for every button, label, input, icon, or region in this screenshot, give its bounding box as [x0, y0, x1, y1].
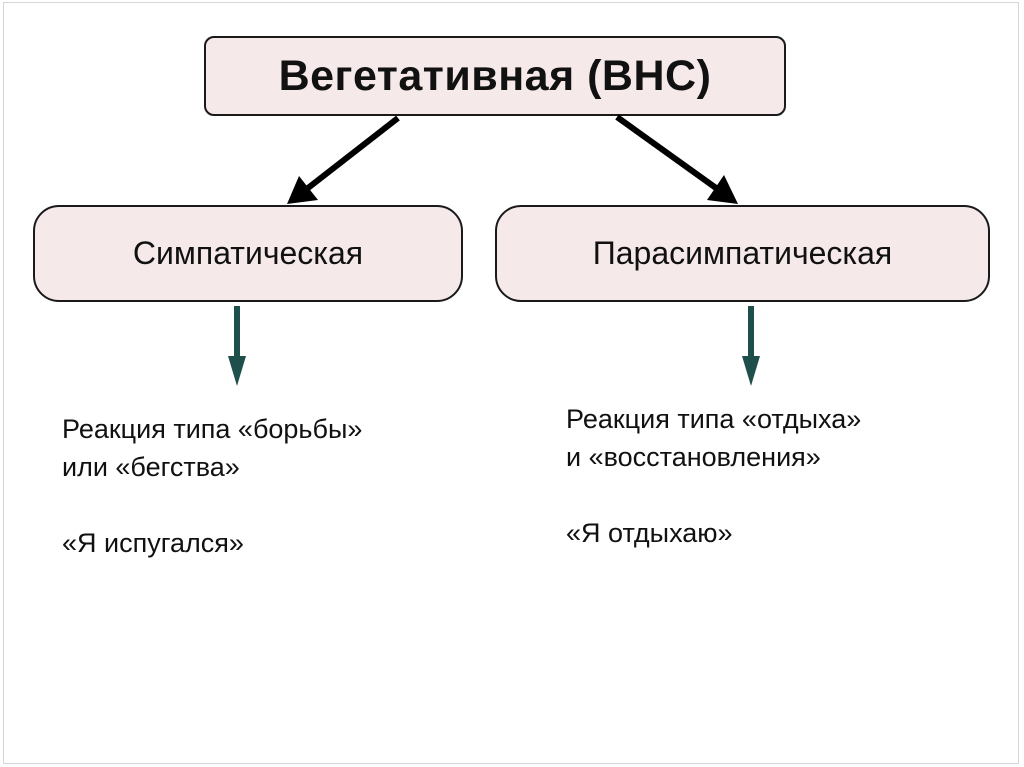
- parasympathetic-node-label: Парасимпатическая: [592, 235, 893, 271]
- sympathetic-description: Реакция типа «борьбы» или «бегства» «Я и…: [62, 410, 362, 562]
- sympathetic-reaction-line2: или «бегства»: [62, 452, 240, 482]
- parasympathetic-node: Парасимпатическая: [495, 205, 990, 302]
- spacer: [62, 486, 362, 524]
- parasympathetic-reaction-line2: и «восстановления»: [566, 442, 821, 472]
- slide-frame: [3, 2, 1019, 764]
- parasympathetic-quote: «Я отдыхаю»: [566, 518, 733, 548]
- sympathetic-node-label: Симпатическая: [132, 235, 364, 271]
- sympathetic-quote: «Я испугался»: [62, 528, 244, 558]
- parasympathetic-description: Реакция типа «отдыха» и «восстановления»…: [566, 400, 861, 552]
- parasympathetic-reaction-line1: Реакция типа «отдыха»: [566, 404, 862, 434]
- sympathetic-node: Симпатическая: [33, 205, 463, 302]
- sympathetic-reaction-line1: Реакция типа «борьбы»: [62, 414, 363, 444]
- root-node-label: Вегетативная (ВНС): [278, 51, 712, 100]
- root-node-vns: Вегетативная (ВНС): [204, 36, 786, 116]
- spacer: [566, 476, 861, 514]
